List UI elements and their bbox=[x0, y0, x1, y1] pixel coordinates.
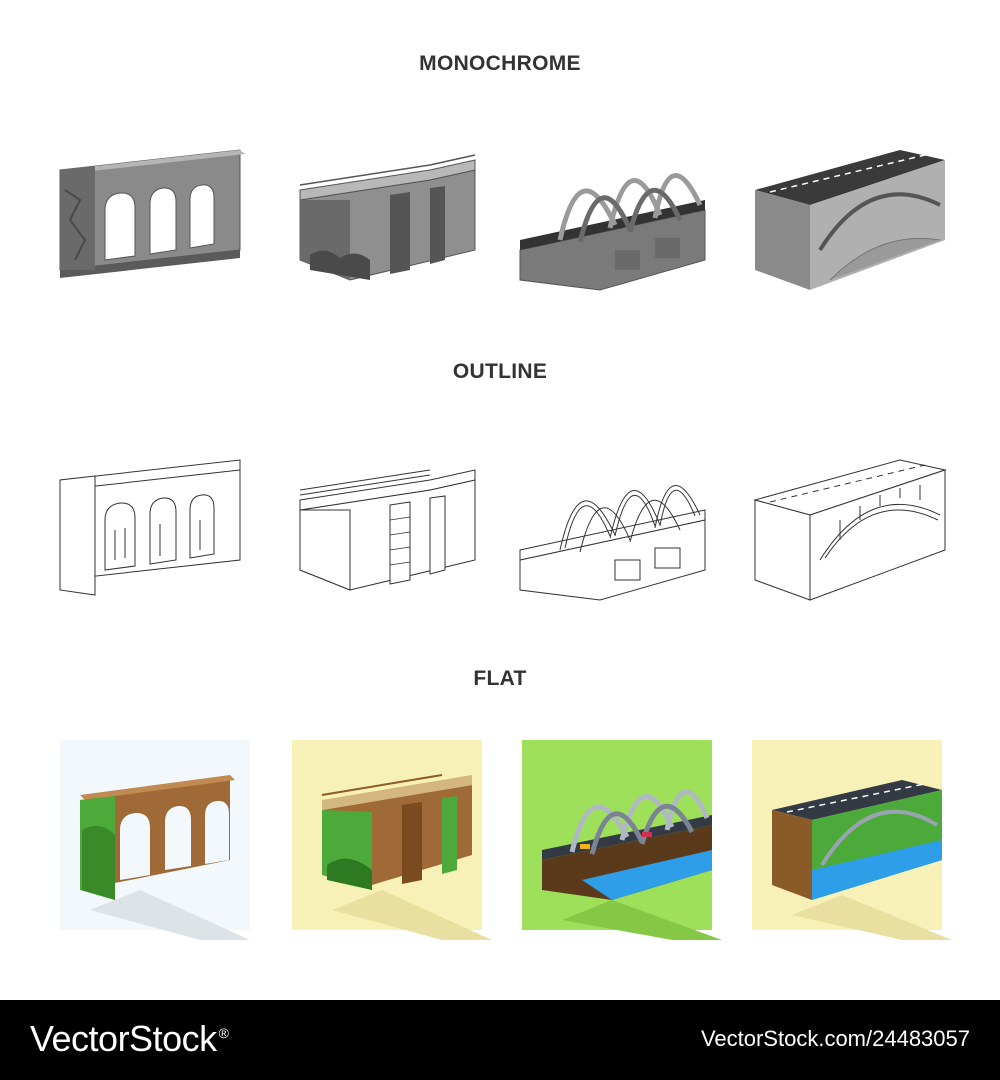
aqueduct-bridge-icon bbox=[60, 740, 250, 940]
brand-name: VectorStock bbox=[30, 1018, 217, 1059]
deck-arch-bridge-icon bbox=[750, 440, 950, 640]
stock-url: VectorStock.com/24483057 bbox=[700, 1026, 970, 1051]
registered-mark: ® bbox=[218, 1025, 229, 1041]
vectorstock-logo: VectorStock® bbox=[30, 1018, 229, 1060]
section-title-flat: FLAT bbox=[473, 667, 527, 690]
arch-truss-bridge-icon bbox=[510, 130, 710, 330]
girder-bridge-icon bbox=[292, 740, 492, 940]
aqueduct-bridge-icon bbox=[50, 130, 250, 330]
footer-bar: VectorStock® VectorStock.com/24483057 bbox=[0, 1000, 1000, 1080]
section-title-monochrome: MONOCHROME bbox=[419, 52, 581, 75]
deck-arch-bridge-icon bbox=[752, 740, 952, 940]
section-title-outline: OUTLINE bbox=[452, 360, 548, 383]
deck-arch-bridge-icon bbox=[750, 130, 950, 330]
arch-truss-bridge-icon bbox=[510, 440, 710, 640]
aqueduct-bridge-icon bbox=[50, 440, 250, 640]
arch-truss-bridge-icon bbox=[522, 740, 722, 940]
girder-bridge-icon bbox=[280, 130, 480, 330]
girder-bridge-icon bbox=[280, 440, 480, 640]
